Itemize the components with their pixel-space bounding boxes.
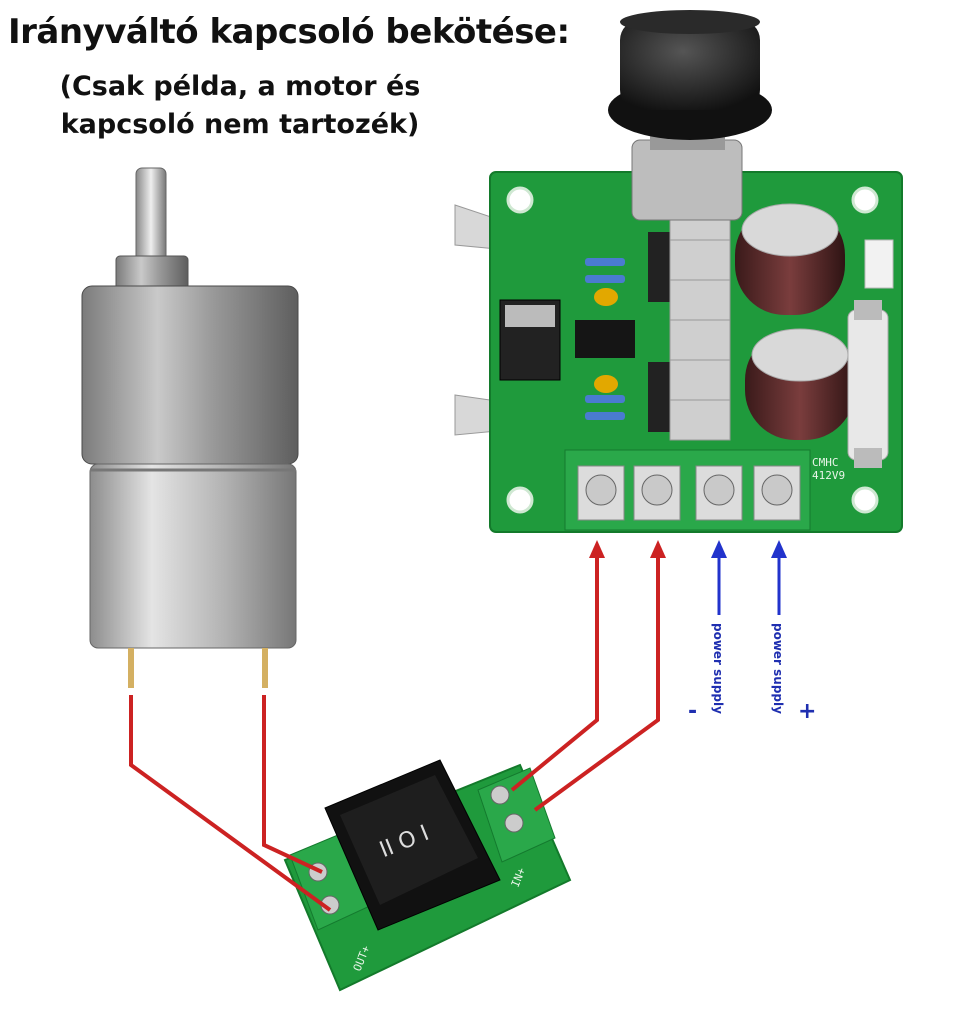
- dc-gear-motor: [81, 167, 299, 688]
- terminal-screw[interactable]: [577, 465, 625, 521]
- terminal-screw[interactable]: [753, 465, 801, 521]
- red-arrowhead: [650, 540, 666, 558]
- motor-terminal-right: [262, 648, 268, 688]
- blue-arrowhead: [771, 540, 787, 558]
- motor-wire-left: [129, 695, 332, 912]
- subtitle: (Csak példa, a motor és kapcsoló nem tar…: [30, 68, 450, 144]
- motor-shaft: [135, 167, 167, 264]
- power-supply-plus-label: power supply: [771, 623, 785, 714]
- subtitle-line-2: kapcsoló nem tartozék): [60, 109, 420, 140]
- mounting-hole: [851, 186, 879, 214]
- power-supply-arrows: power supply power supply - +: [688, 540, 816, 724]
- red-arrowhead: [589, 540, 605, 558]
- mounting-hole: [506, 486, 534, 514]
- header-connector: [864, 239, 894, 289]
- pcb-marking-2: 412V9: [812, 469, 845, 482]
- terminal-screw[interactable]: [633, 465, 681, 521]
- resistor: [585, 258, 625, 266]
- page-title: Irányváltó kapcsoló bekötése:: [8, 12, 570, 52]
- subtitle-line-1: (Csak példa, a motor és: [59, 71, 421, 102]
- rocker-switch[interactable]: II O I: [324, 759, 501, 931]
- pwm-speed-controller: CMHC 412V9: [454, 10, 903, 533]
- minus-sign: -: [688, 699, 697, 724]
- ceramic-capacitor: [594, 288, 618, 306]
- controller-wire-1: [510, 555, 599, 792]
- fuse: [847, 309, 889, 461]
- terminal-screw[interactable]: [695, 465, 743, 521]
- ic-chip: [575, 320, 635, 358]
- resistor: [585, 412, 625, 420]
- motor-gearbox: [81, 285, 299, 465]
- mounting-hole: [851, 486, 879, 514]
- motor-wire-right: [262, 695, 323, 874]
- resistor: [585, 395, 625, 403]
- blue-arrowhead: [711, 540, 727, 558]
- mounting-hole: [506, 186, 534, 214]
- reversing-switch-module: II O I IN+ OUT+: [283, 759, 572, 992]
- motor-body: [89, 463, 297, 649]
- resistor: [585, 275, 625, 283]
- pcb-marking-1: CMHC: [812, 456, 839, 469]
- controller-wire-2: [533, 555, 660, 812]
- wires: [129, 540, 666, 912]
- potentiometer-body: [631, 139, 743, 221]
- power-supply-minus-label: power supply: [711, 623, 725, 714]
- motor-terminal-left: [128, 648, 134, 688]
- ceramic-capacitor: [594, 375, 618, 393]
- plus-sign: +: [798, 699, 816, 724]
